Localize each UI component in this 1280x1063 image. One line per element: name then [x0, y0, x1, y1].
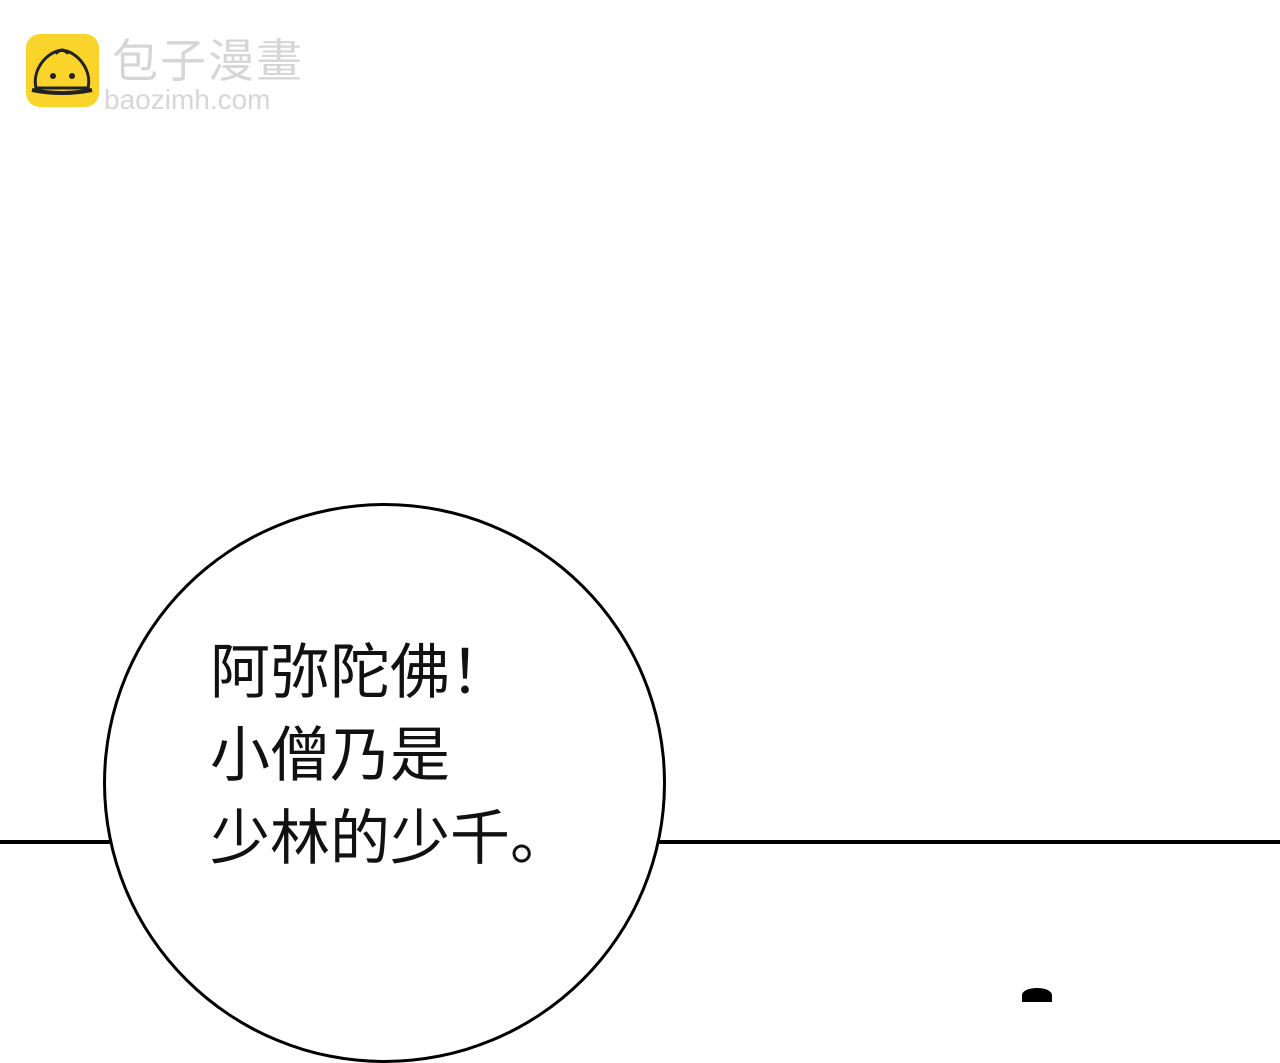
- speech-line: 阿弥陀佛！: [210, 638, 510, 708]
- ink-blot: [1022, 988, 1052, 1002]
- speech-line: 少林的少千。: [210, 804, 570, 874]
- speech-line: 小僧乃是: [210, 721, 450, 791]
- speech-bubble-text: 阿弥陀佛！ 小僧乃是少林的少千。: [210, 632, 570, 881]
- speech-bubble: [103, 503, 666, 1063]
- watermark-url: baozimh.com: [104, 84, 271, 115]
- baozi-logo-icon: [26, 34, 99, 107]
- watermark-name: 包子漫畫: [112, 34, 304, 88]
